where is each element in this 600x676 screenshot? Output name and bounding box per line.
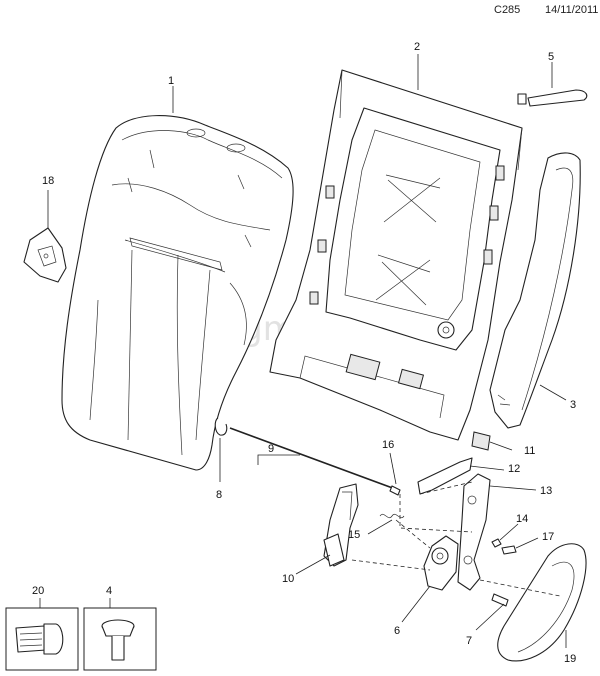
- callout-12: 12: [508, 463, 520, 475]
- part-7-screw: [491, 593, 509, 607]
- callout-3: 3: [570, 399, 576, 411]
- callout-20: 20: [32, 585, 44, 597]
- assembly-line-4: [395, 519, 431, 549]
- callout-18: 18: [42, 175, 54, 187]
- diagram-date: 14/11/2011: [545, 4, 599, 16]
- callout-4: 4: [106, 585, 112, 597]
- part-18-bracket: [23, 227, 67, 283]
- part-5-rod: [517, 89, 588, 107]
- callout-7: 7: [466, 635, 472, 647]
- part-19-side-cover: [497, 543, 587, 662]
- callout-13: 13: [540, 485, 552, 497]
- callout-2: 2: [414, 41, 420, 53]
- diagram-code: C285: [494, 4, 521, 16]
- callout-labels: 1 2 3 4 5 6 7 8 9 10 11 12 13 14 15 16 1…: [32, 41, 576, 665]
- callout-5: 5: [548, 51, 554, 63]
- callout-15: 15: [348, 529, 360, 541]
- callout-1: 1: [168, 75, 174, 87]
- callout-10: 10: [282, 573, 294, 585]
- callout-6: 6: [394, 625, 400, 637]
- part-14-washer: [491, 538, 502, 548]
- part-17-screw: [501, 545, 517, 555]
- callout-17: 17: [542, 531, 554, 543]
- part-3-side-trim: [489, 152, 581, 429]
- part-9-cable: [229, 427, 401, 496]
- callout-8: 8: [216, 489, 222, 501]
- callout-16: 16: [382, 439, 394, 451]
- part-11-clip: [471, 431, 491, 451]
- part-1-seat-back-cushion: [61, 115, 294, 471]
- callout-19: 19: [564, 653, 576, 665]
- inset-part-20: [5, 607, 79, 671]
- assembly-line-2: [351, 559, 431, 571]
- part-6-recliner-mechanism: [423, 535, 459, 591]
- part-15-spring: [379, 513, 405, 519]
- callout-9: 9: [268, 443, 274, 455]
- inset-part-4: [83, 607, 157, 671]
- assembly-line-5: [419, 481, 473, 495]
- leader-lines: [39, 54, 567, 648]
- part-8-clip: [214, 417, 228, 482]
- part-10-lever-handle: [323, 483, 359, 567]
- callout-11: 11: [524, 445, 535, 457]
- part-2-seat-back-frame: [269, 69, 523, 441]
- part-13-recliner-plate: [457, 473, 491, 591]
- callout-14: 14: [516, 513, 528, 525]
